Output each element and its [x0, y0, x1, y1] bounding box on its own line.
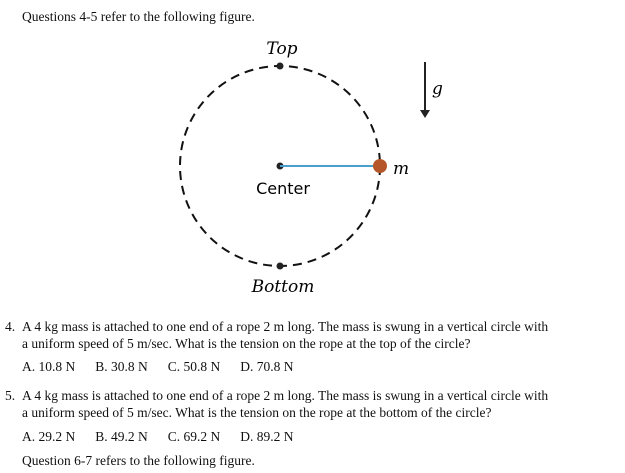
question-text: a uniform speed of 5 m/sec. What is the … [22, 405, 492, 420]
intro-text: Questions 4-5 refer to the following fig… [22, 9, 255, 24]
top-point [276, 62, 284, 70]
gravity-arrowhead [420, 110, 430, 118]
answer-c: C. 69.2 N [167, 429, 221, 444]
footer-text: Question 6-7 refers to the following fig… [22, 453, 255, 468]
question-text: A 4 kg mass is attached to one end of a … [22, 319, 549, 334]
mass-label: m [393, 159, 409, 179]
bottom-label: Bottom [251, 277, 315, 297]
circle-diagram: Top Bottom Center m g [179, 39, 443, 297]
center-label: Center [256, 179, 310, 198]
answer-b: B. 49.2 N [95, 429, 148, 444]
top-label: Top [266, 39, 297, 59]
answer-c: C. 50.8 N [167, 359, 221, 374]
question-text: A 4 kg mass is attached to one end of a … [22, 388, 549, 403]
answer-d: D. 70.8 N [240, 359, 294, 374]
answer-a: A. 29.2 N [22, 429, 76, 444]
mass [373, 159, 387, 173]
question-number: 4. [5, 319, 16, 334]
answer-choices: A. 10.8 N B. 30.8 N C. 50.8 N D. 70.8 N [22, 359, 314, 375]
bottom-point [276, 262, 284, 270]
answer-choices: A. 29.2 N B. 49.2 N C. 69.2 N D. 89.2 N [22, 429, 314, 445]
question-text: a uniform speed of 5 m/sec. What is the … [22, 336, 471, 351]
answer-a: A. 10.8 N [22, 359, 76, 374]
answer-d: D. 89.2 N [240, 429, 294, 444]
gravity-label: g [432, 79, 443, 99]
question-number: 5. [5, 388, 16, 403]
answer-b: B. 30.8 N [95, 359, 148, 374]
